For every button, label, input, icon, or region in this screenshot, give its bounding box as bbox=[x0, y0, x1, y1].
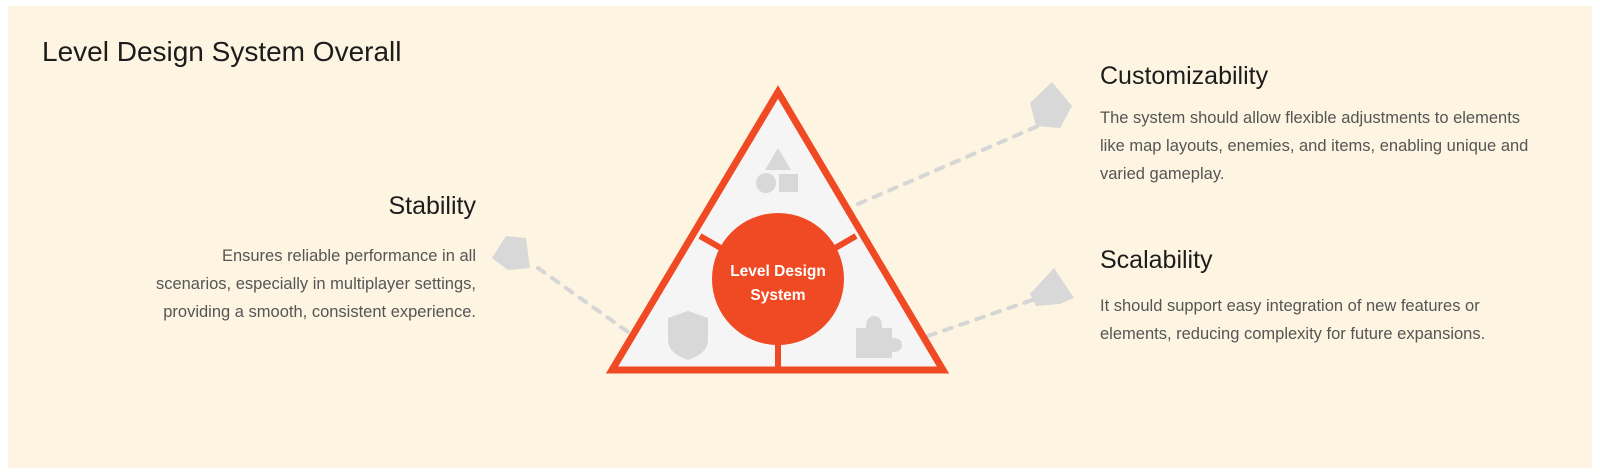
customizability-heading: Customizability bbox=[1100, 62, 1269, 90]
connector-customizability bbox=[856, 124, 1040, 206]
center-circle bbox=[712, 213, 844, 345]
shapes-icon bbox=[756, 148, 798, 193]
customizability-description: The system should allow flexible adjustm… bbox=[1100, 109, 1529, 183]
page-title: Level Design System Overall bbox=[42, 36, 402, 67]
shield-icon bbox=[668, 311, 708, 360]
level-design-diagram: Level Design System bbox=[492, 82, 1074, 374]
connector-stability bbox=[536, 266, 630, 334]
puzzle-icon bbox=[856, 316, 902, 358]
scalability-marker-icon bbox=[1030, 268, 1074, 306]
stability-heading: Stability bbox=[388, 192, 476, 220]
stability-marker-icon bbox=[492, 236, 530, 270]
scalability-heading: Scalability bbox=[1100, 246, 1213, 274]
scalability-description: It should support easy integration of ne… bbox=[1100, 297, 1486, 343]
connector-scalability bbox=[926, 296, 1040, 338]
center-label-line2: System bbox=[750, 287, 805, 304]
stability-description: Ensures reliable performance in all scen… bbox=[155, 247, 476, 321]
diagram-board: Level Design System Overall Level Design… bbox=[8, 6, 1592, 468]
customizability-marker-icon bbox=[1030, 82, 1072, 128]
center-label-line1: Level Design bbox=[730, 263, 826, 280]
